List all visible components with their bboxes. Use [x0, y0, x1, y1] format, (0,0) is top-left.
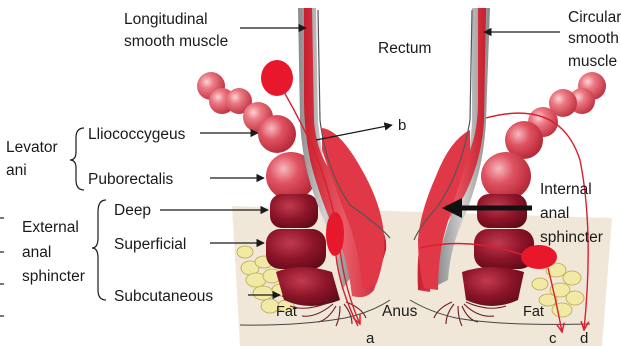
label-circular-3: muscle [568, 53, 617, 70]
label-fat-right: Fat [523, 304, 544, 320]
label-longitudinal-1: Longitudinal [124, 11, 208, 28]
label-levator-2: ani [6, 162, 27, 179]
label-internal-2: anal [540, 205, 569, 222]
label-puborectalis: Puborectalis [88, 171, 174, 188]
label-levator-1: Levator [6, 139, 58, 156]
label-iliococcygeus: Lliococcygeus [88, 126, 186, 143]
label-circular-1: Circular [568, 9, 621, 26]
label-internal-1: Internal [540, 181, 592, 198]
pointer-label-a: a [366, 330, 375, 346]
label-external-1: External [22, 219, 79, 236]
label-external-2: anal [22, 244, 51, 261]
label-deep: Deep [114, 202, 151, 219]
pointer-label-d: d [580, 330, 588, 346]
pathway-c-origin [521, 245, 557, 269]
label-subcutaneous: Subcutaneous [114, 288, 213, 305]
label-internal-3: sphincter [540, 229, 603, 246]
label-circular-2: smooth [568, 30, 619, 47]
label-superficial: Superficial [114, 236, 186, 253]
label-external-3: sphincter [22, 268, 85, 285]
pointer-label-b: b [398, 117, 406, 134]
label-rectum: Rectum [378, 40, 431, 57]
edge-marks [0, 218, 4, 316]
pathway-b-origin [261, 60, 293, 96]
label-fat-left: Fat [276, 304, 297, 320]
pointer-label-c: c [549, 330, 557, 346]
label-longitudinal-2: smooth muscle [124, 33, 228, 50]
levator-ani-left [197, 72, 316, 200]
label-anus: Anus [382, 303, 418, 320]
